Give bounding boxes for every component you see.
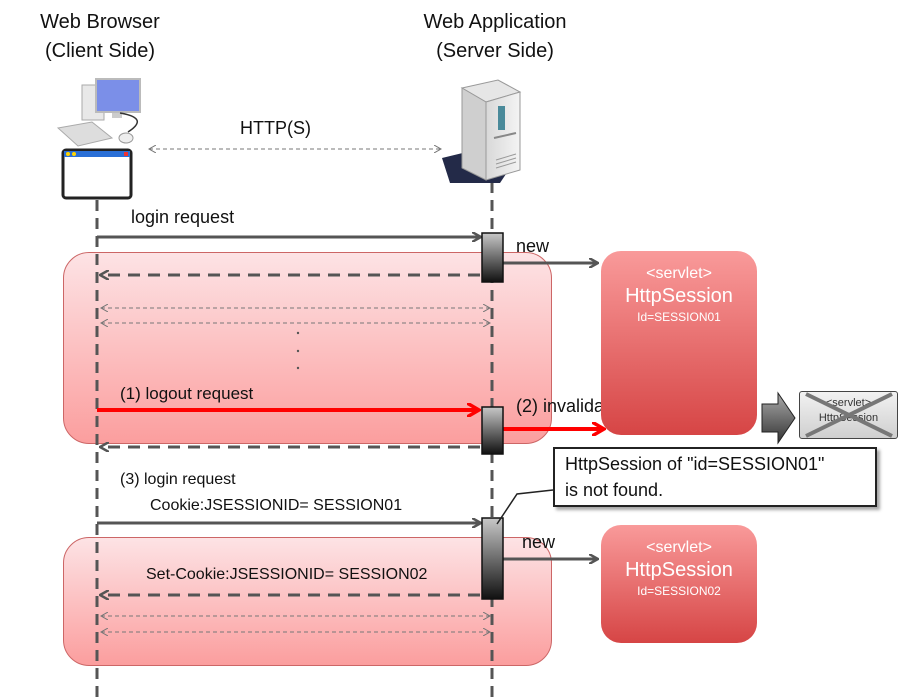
server-activation-1 — [481, 232, 504, 283]
session-stereotype: <servlet> — [646, 265, 712, 282]
server-activation-2 — [481, 406, 504, 455]
client-title-line1: Web Browser — [40, 11, 160, 33]
cookie-label: Cookie:JSESSIONID= SESSION01 — [150, 497, 403, 514]
transition-arrow-icon — [761, 391, 796, 445]
session-name: HttpSession — [625, 285, 733, 307]
http-session-2: <servlet> HttpSession Id=SESSION02 — [601, 525, 757, 643]
ellipsis-dot — [296, 349, 300, 353]
server-title-line1: Web Application — [423, 11, 567, 33]
invalidate-label: (2) invalidate — [516, 396, 620, 416]
note-connector — [496, 489, 554, 525]
server-title: Web Application (Server Side) — [395, 8, 595, 66]
session-stereotype: <servlet> — [646, 539, 712, 556]
login-request-label: login request — [131, 207, 235, 227]
invalidated-session: <servlet> HttpSession — [799, 391, 898, 439]
client-title-line2: (Client Side) — [44, 40, 156, 62]
session-id: Id=SESSION02 — [637, 584, 721, 598]
session2-activity-group — [63, 537, 552, 666]
new-label-2: new — [522, 532, 556, 552]
computer-icon — [56, 78, 141, 147]
server-activation-3 — [481, 517, 504, 600]
note-line-1: HttpSession of "id=SESSION01" — [565, 454, 825, 474]
session-name: HttpSession — [625, 559, 733, 581]
ellipsis-dot — [296, 331, 300, 335]
set-cookie-label: Set-Cookie:JSESSIONID= SESSION02 — [146, 566, 428, 583]
server-icon — [442, 79, 522, 183]
new-label-1: new — [516, 236, 550, 256]
logout-request-label: (1) logout request — [120, 384, 254, 403]
server-title-line2: (Server Side) — [436, 40, 554, 62]
ellipsis-dot — [296, 366, 300, 370]
protocol-label: HTTP(S) — [240, 118, 311, 138]
client-title: Web Browser (Client Side) — [10, 8, 190, 66]
session-not-found-note: HttpSession of "id=SESSION01" is not fou… — [553, 447, 877, 507]
browser-window-icon — [61, 148, 133, 200]
session-id: Id=SESSION01 — [637, 310, 721, 324]
note-line-2: is not found. — [565, 480, 664, 500]
cross-out-icon — [805, 392, 893, 438]
login-request-2-label: (3) login request — [120, 471, 236, 488]
http-session-1: <servlet> HttpSession Id=SESSION01 — [601, 251, 757, 435]
invalidated-session-stereotype: <servlet> — [825, 397, 872, 409]
